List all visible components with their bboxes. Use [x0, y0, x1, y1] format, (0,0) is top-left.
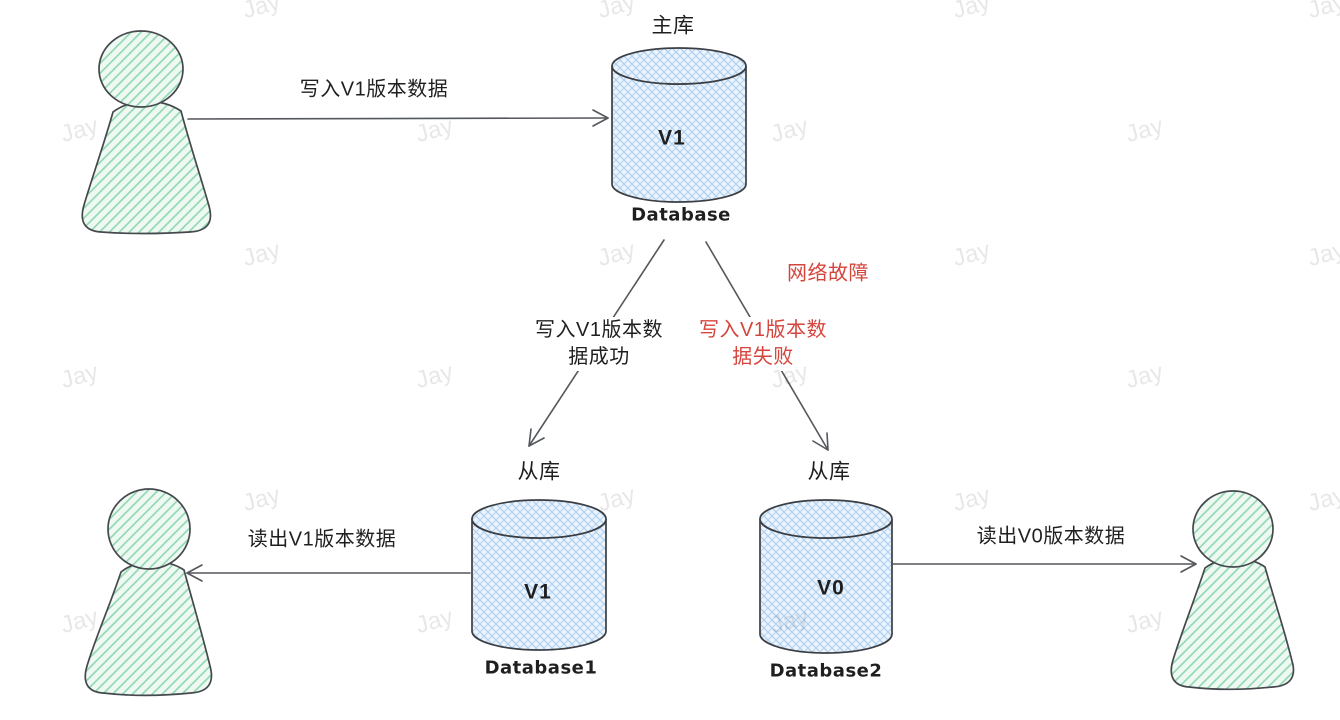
reader2-head	[1192, 490, 1274, 568]
slave2-db-cylinder	[759, 499, 893, 654]
slave2-caption: Database2	[769, 660, 883, 682]
arrowhead-down-right	[812, 432, 829, 451]
read-slave2-arrow	[892, 555, 1197, 573]
arrowhead-right	[1180, 555, 1197, 573]
slave2-title: 从库	[807, 460, 851, 484]
master-db-top	[611, 47, 747, 85]
read-slave1-label: 读出V1版本数据	[247, 528, 397, 551]
master-value: V1	[658, 126, 686, 150]
user-writer-figure	[81, 30, 212, 235]
arrowhead-right	[592, 109, 609, 127]
network-failure-label: 网络故障	[787, 262, 869, 285]
user-reader2-figure	[1170, 490, 1295, 691]
master-title: 主库	[651, 14, 695, 38]
writer-head	[98, 30, 184, 108]
write-master-arrow	[187, 109, 609, 127]
writer-body	[81, 100, 212, 235]
write-master-label: 写入V1版本数据	[299, 78, 449, 101]
master-db-cylinder	[611, 47, 747, 203]
reader1-body	[84, 560, 213, 697]
reader1-head	[107, 488, 191, 570]
slave2-db-top	[759, 499, 893, 539]
user-reader1-figure	[84, 488, 213, 697]
reader2-body	[1170, 557, 1295, 691]
slave1-title: 从库	[517, 460, 561, 484]
read-slave1-arrow	[186, 564, 471, 582]
slave1-db-top	[471, 499, 607, 539]
replicate-success-label: 写入V1版本数 据成功	[531, 317, 667, 371]
slave1-caption: Database1	[484, 657, 598, 679]
slave1-db-cylinder	[471, 499, 607, 651]
slave1-value: V1	[524, 580, 552, 604]
read-slave2-label: 读出V0版本数据	[976, 525, 1126, 548]
replicate-fail-label: 写入V1版本数 据失败	[695, 317, 831, 371]
arrowhead-down-left	[528, 428, 545, 447]
slave2-value: V0	[817, 576, 845, 600]
master-caption: Database	[631, 204, 731, 226]
arrowhead-left	[186, 564, 203, 582]
